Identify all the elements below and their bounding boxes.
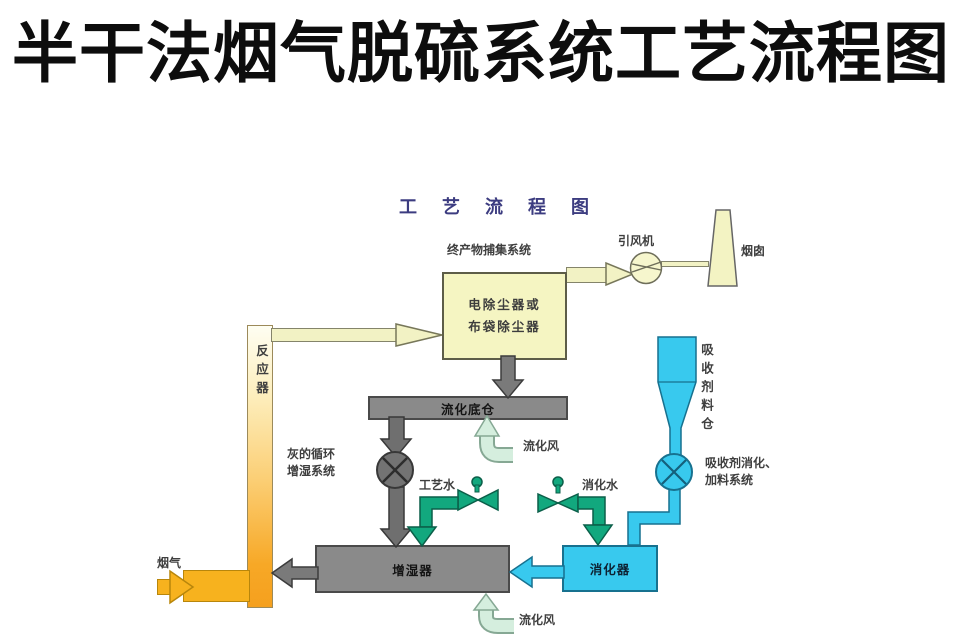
process-water-valve-icon — [457, 488, 480, 512]
humidifier-to-reactor-arrow — [270, 557, 319, 589]
page-title: 半干法烟气脱硫系统工艺流程图 — [12, 18, 950, 91]
digestion-water-line — [537, 476, 614, 547]
digestion-water-label: 消化水 — [582, 478, 619, 492]
reactor-label: 反应器 — [254, 344, 268, 400]
esp-label-line1: 电除尘器或 — [468, 298, 541, 312]
ash-recirculation-label-line1: 灰的循环 — [287, 447, 336, 461]
chimney-shape — [707, 209, 738, 287]
absorbent-rotary-valve-icon — [655, 453, 693, 491]
fluidizing-air-arrow-top — [473, 414, 513, 463]
ash-recirculation-label-line2: 增湿系统 — [287, 464, 336, 478]
esp-box: 电除尘器或 布袋除尘器 — [442, 272, 567, 360]
reactor-column — [247, 325, 273, 608]
digester-to-humidifier-arrow — [508, 555, 565, 589]
induced-draft-fan-icon — [629, 251, 663, 285]
esp-to-bin-arrow — [491, 355, 525, 400]
fluidized-bin-label: 流化底仓 — [440, 402, 495, 417]
humidifier-label: 增湿器 — [392, 563, 433, 578]
absorbent-silo-label: 吸收剂料仓 — [699, 343, 713, 436]
induced-draft-fan-label: 引风机 — [618, 234, 655, 248]
valve-to-humidifier-arrow — [379, 486, 413, 549]
esp-to-fan-duct-arrowhead — [605, 261, 635, 287]
absorbent-feed-pipe — [627, 488, 681, 546]
reactor-to-esp-duct — [271, 328, 397, 342]
process-water-line — [406, 476, 499, 548]
digester-box: 消化器 — [562, 545, 658, 592]
diagram-heading: 工 艺 流 程 图 — [399, 197, 600, 217]
absorbent-system-label-line1: 吸收剂消化、 — [705, 456, 778, 470]
chimney-label: 烟囱 — [741, 244, 766, 258]
process-water-label: 工艺水 — [419, 478, 456, 492]
reactor-to-esp-duct-arrowhead — [395, 323, 443, 347]
esp-label-line2: 布袋除尘器 — [468, 320, 541, 334]
flue-gas-label: 烟气 — [157, 556, 182, 570]
fluidizing-air-bottom-label: 流化风 — [519, 613, 556, 627]
esp-to-fan-duct — [566, 267, 608, 283]
fluidizing-air-top-label: 流化风 — [523, 439, 560, 453]
fluidizing-air-arrow-bottom — [472, 592, 514, 634]
absorbent-system-label-line2: 加料系统 — [705, 473, 754, 487]
product-collection-label: 终产物捕集系统 — [447, 243, 532, 257]
humidifier-box: 增湿器 — [315, 545, 510, 593]
fluidized-bin-box: 流化底仓 — [368, 396, 568, 420]
bin-to-valve-arrow — [379, 416, 413, 459]
flue-gas-duct — [183, 570, 250, 602]
digester-label: 消化器 — [589, 563, 631, 577]
ash-rotary-valve-icon — [376, 451, 414, 489]
flue-gas-flow-arrow — [169, 569, 195, 605]
digestion-water-valve-icon — [537, 492, 560, 514]
